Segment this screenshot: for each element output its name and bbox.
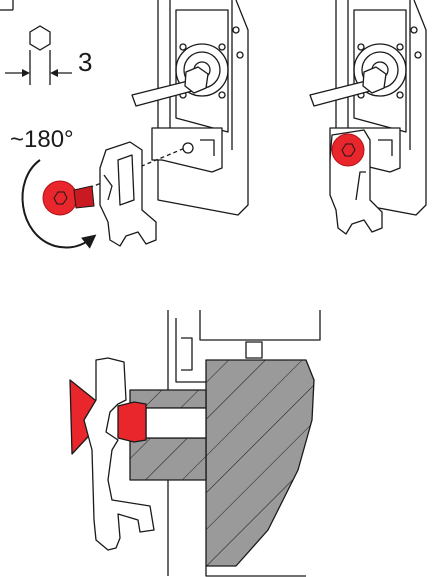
screw-removed-icon [42,180,95,216]
hex-key-icon [0,0,72,85]
installed-step-figure [309,0,427,235]
remove-step-figure [69,0,249,247]
screw-installed-icon [331,133,365,167]
hex-key-size-label: 3 [78,47,92,77]
rotation-angle-label: ~180° [10,126,74,153]
cross-section-figure [69,310,321,577]
rotate-counterclockwise-arrow-icon [21,159,97,249]
